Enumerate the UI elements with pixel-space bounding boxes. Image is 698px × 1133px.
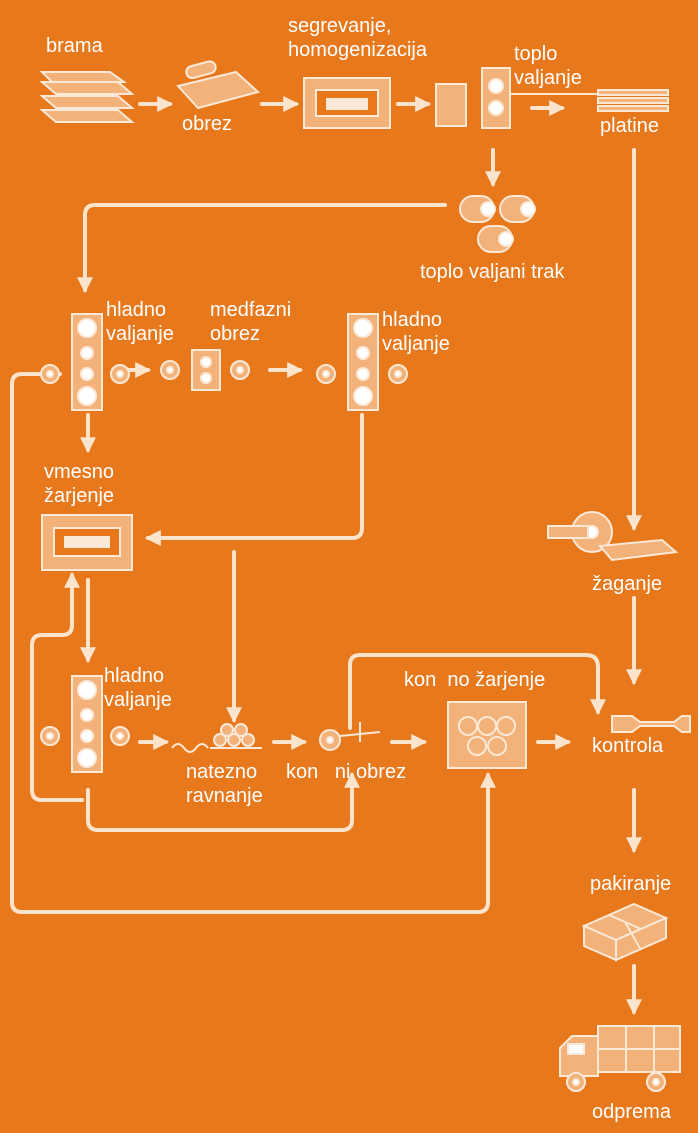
cold-rolling-stand-3-icon xyxy=(40,675,130,773)
label-ravnanje: ravnanje xyxy=(186,785,263,807)
label-obrez-2: obrez xyxy=(210,323,261,345)
brama-slabs-icon xyxy=(39,71,135,123)
label-kontrola: kontrola xyxy=(592,735,664,757)
arrow-hladno2-vmesno xyxy=(144,413,364,546)
label-medfazni: medfazni xyxy=(210,299,292,321)
cold-rolling-stand-1-icon xyxy=(40,313,130,411)
final-trim-icon xyxy=(319,722,381,751)
tension-leveler-icon xyxy=(171,723,262,753)
intermediate-annealing-furnace-icon xyxy=(41,514,133,571)
label-pakiranje: pakiranje xyxy=(590,873,672,895)
label-hladno-1: hladno xyxy=(106,299,167,321)
intermediate-trim-icon xyxy=(160,349,250,391)
label-toplo: toplo xyxy=(514,43,558,65)
package-icon xyxy=(581,902,669,962)
label-valjanje-top: valjanje xyxy=(514,67,582,89)
label-valjanje-3: valjanje xyxy=(104,689,172,711)
label-hladno-3: hladno xyxy=(104,665,165,687)
connectors xyxy=(10,93,642,1016)
loop-hladno3-vmesno xyxy=(30,571,84,802)
hot-rolling-stand-icon xyxy=(435,67,511,129)
label-natezno: natezno xyxy=(186,761,258,783)
inspection-sample-icon xyxy=(611,715,691,733)
cold-rolling-stand-2-icon xyxy=(316,313,408,411)
label-odprema: odprema xyxy=(592,1101,671,1123)
label-valjanje-2: valjanje xyxy=(382,333,450,355)
label-segrevanje: segrevanje, xyxy=(288,15,392,37)
label-zarjenje: žarjenje xyxy=(44,485,115,507)
outer-loop xyxy=(10,372,496,914)
bypass-hladno3-koncni xyxy=(86,771,360,832)
label-homogenizacija: homogenizacija xyxy=(288,39,427,61)
furnace-icon xyxy=(303,77,391,129)
label-koncno-zarjenje: kon no žarjenje xyxy=(404,669,546,691)
arrow-trak-hladno1 xyxy=(77,203,447,294)
label-valjanje-1: valjanje xyxy=(106,323,174,345)
truck-icon xyxy=(559,1025,681,1092)
label-platine: platine xyxy=(600,115,659,137)
label-zaganje: žaganje xyxy=(592,573,663,595)
final-annealing-furnace-icon xyxy=(447,701,527,769)
obrez-shear-icon xyxy=(176,60,261,110)
label-koncni-obrez: kon ni obrez xyxy=(286,761,407,783)
label-brama: brama xyxy=(46,35,103,57)
saw-icon xyxy=(547,511,679,562)
label-toplo-valjani-trak: toplo valjani trak xyxy=(420,261,565,283)
label-hladno-2: hladno xyxy=(382,309,443,331)
platine-plates-icon xyxy=(597,89,669,112)
hot-rolled-coils-icon xyxy=(459,195,536,253)
bypass-koncni-kontrola xyxy=(348,653,606,730)
label-vmesno: vmesno xyxy=(44,461,115,483)
label-obrez: obrez xyxy=(182,113,233,135)
